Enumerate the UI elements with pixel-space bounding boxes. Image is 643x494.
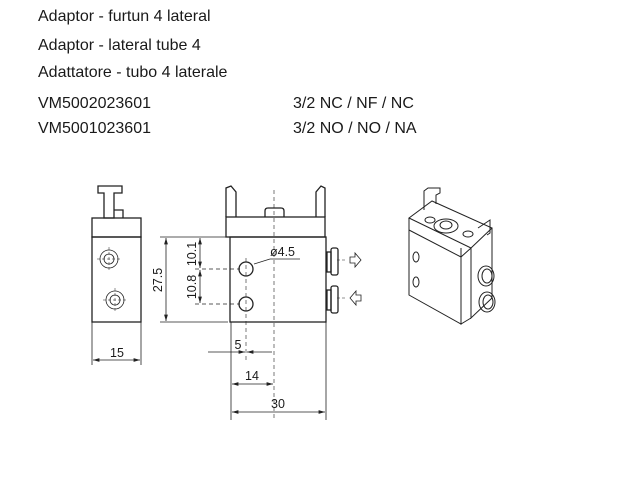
dimension-lines bbox=[91, 236, 327, 420]
dim-center-offset: 14 bbox=[245, 369, 259, 383]
dim-hole-offset: 5 bbox=[235, 338, 242, 352]
dim-width-front: 30 bbox=[271, 397, 285, 411]
dim-hole-diameter: ø4.5 bbox=[270, 245, 295, 259]
title-romanian: Adaptor - furtun 4 lateral bbox=[38, 8, 211, 25]
dim-hole-spacing: 10.8 bbox=[185, 275, 199, 299]
dim-height: 27.5 bbox=[151, 268, 165, 292]
dim-width-side: 15 bbox=[110, 346, 124, 360]
title-english: Adaptor - lateral tube 4 bbox=[38, 37, 201, 54]
variant-code: VM5001023601 bbox=[38, 120, 151, 137]
variant-code: VM5002023601 bbox=[38, 95, 151, 112]
title-italian: Adattatore - tubo 4 laterale bbox=[38, 64, 228, 81]
side-view bbox=[91, 185, 142, 323]
dim-upper-offset: 10.1 bbox=[185, 242, 199, 266]
variant-function: 3/2 NC / NF / NC bbox=[293, 95, 414, 112]
isometric-view bbox=[408, 187, 496, 325]
front-view bbox=[225, 185, 362, 420]
variant-function: 3/2 NO / NO / NA bbox=[293, 120, 417, 137]
